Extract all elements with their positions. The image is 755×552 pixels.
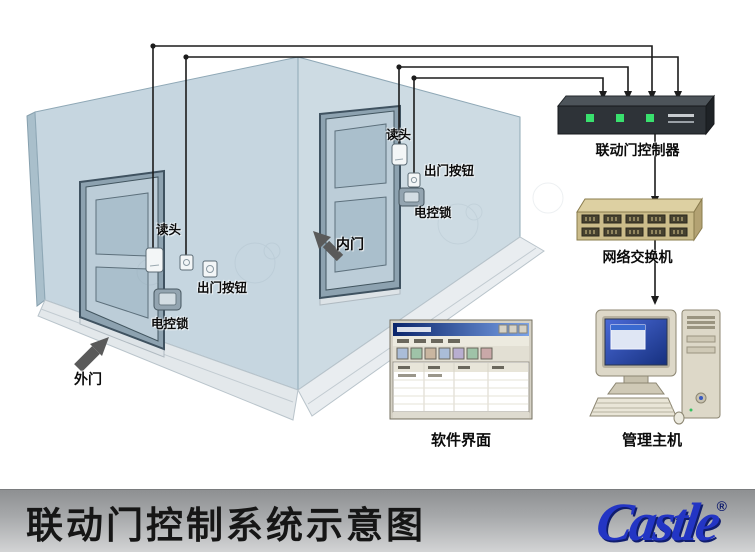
software-menubar <box>393 336 529 346</box>
software-label: 软件界面 <box>430 432 491 449</box>
inner-door-reader-device <box>391 143 408 166</box>
inner-door <box>319 104 401 300</box>
software-close-button <box>518 324 528 334</box>
wire-inner-reader <box>398 66 629 146</box>
diagram-area: 读头 出门按钮 电控锁 外门 读头 出门按钮 电控锁 内门 联动门控制器 网络交… <box>26 43 721 449</box>
software-window <box>389 319 533 420</box>
host-label: 管理主机 <box>621 432 682 449</box>
host-monitor-base <box>607 382 665 395</box>
host-keyboard <box>589 397 677 417</box>
banner: 联动门控制系统示意图 Castle ® <box>0 489 755 552</box>
inner-door-lock-device <box>398 187 425 207</box>
outer-door-arrow <box>74 337 109 372</box>
inner-exit-button-label: 出门按钮 <box>424 164 475 178</box>
outer-door-label: 外门 <box>74 371 102 387</box>
banner-title: 联动门控制系统示意图 <box>26 504 426 546</box>
switch-label: 网络交换机 <box>602 249 673 265</box>
controller-device <box>556 94 716 136</box>
outer-lock-label: 电控锁 <box>151 317 189 331</box>
outer-door <box>79 169 165 351</box>
host-computer <box>589 309 721 425</box>
controller-led <box>616 114 624 122</box>
inner-door-label: 内门 <box>336 236 364 252</box>
inner-reader-label: 读头 <box>386 128 412 142</box>
inner-door-arrow <box>313 231 344 262</box>
wire-inner-button <box>413 77 604 175</box>
software-titlebar <box>393 323 529 336</box>
software-min-button <box>498 324 508 334</box>
wire-outer-reader <box>152 45 653 250</box>
diagram-svg <box>26 43 721 425</box>
outer-door-exit-button-device <box>179 254 218 278</box>
wiring <box>152 45 679 257</box>
outer-exit-button-label: 出门按钮 <box>197 281 248 295</box>
registered-mark-icon: ® <box>716 498 727 514</box>
inner-door-exit-button-device <box>407 172 421 188</box>
software-statusbar <box>393 412 529 418</box>
inner-lock-label: 电控锁 <box>414 206 452 220</box>
controller-led <box>586 114 594 122</box>
software-max-button <box>508 324 518 334</box>
castle-logo: Castle ® <box>592 490 727 552</box>
downlink-arrowhead <box>651 296 659 305</box>
host-mouse <box>673 411 685 425</box>
outer-door-reader-device <box>145 247 164 273</box>
outer-reader-label: 读头 <box>156 223 182 237</box>
outer-door-lock-device <box>153 288 182 311</box>
wire-outer-button <box>185 56 679 257</box>
controller-led <box>646 114 654 122</box>
switch-device <box>576 197 703 242</box>
controller-label: 联动门控制器 <box>595 142 680 158</box>
wire-junction-dots <box>150 43 417 81</box>
castle-logo-text: Castle <box>592 491 721 552</box>
